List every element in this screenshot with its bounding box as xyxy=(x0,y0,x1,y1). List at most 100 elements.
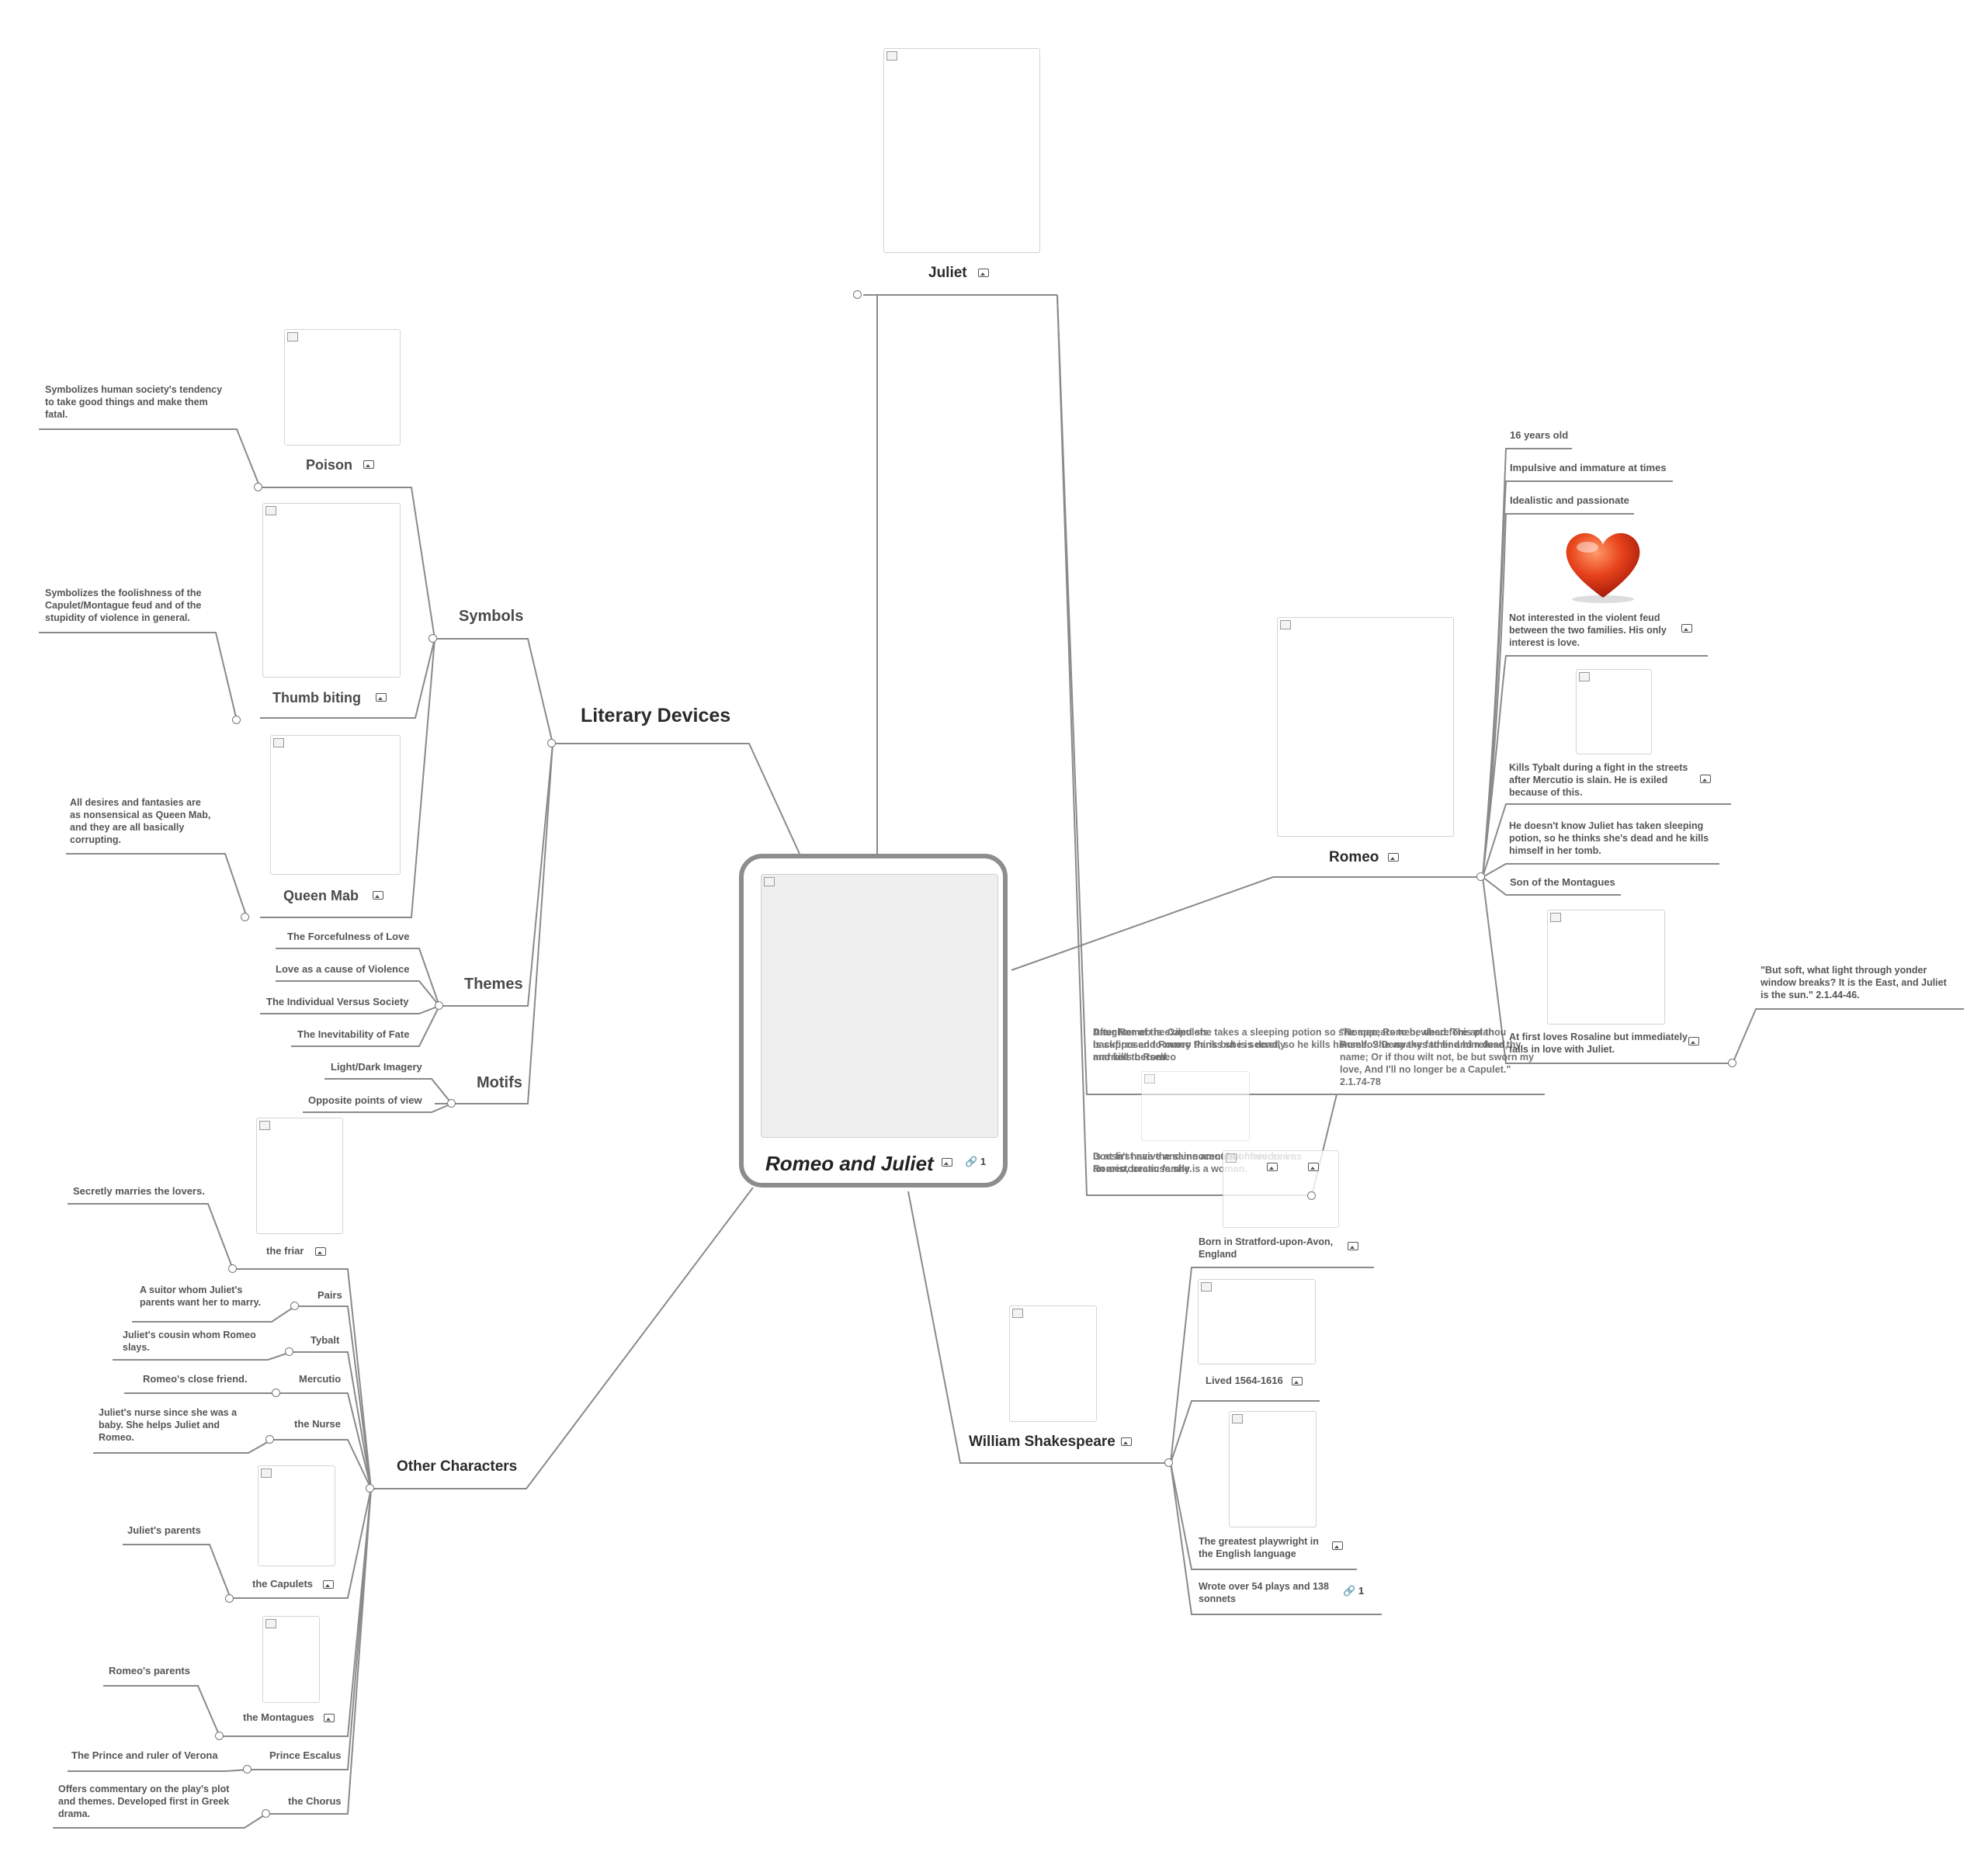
chorus-note[interactable]: Offers commentary on the play's plot and… xyxy=(58,1784,230,1819)
queen-mab-label[interactable]: Queen Mab xyxy=(283,888,359,903)
romeo-quote[interactable]: "But soft, what light through yonder win… xyxy=(1761,965,1947,1000)
image-icon[interactable] xyxy=(978,269,989,277)
image-icon[interactable] xyxy=(373,891,383,900)
image-icon[interactable] xyxy=(363,460,374,469)
link-icon[interactable]: 🔗 1 xyxy=(965,1156,987,1167)
collapse-toggle[interactable] xyxy=(285,1347,293,1356)
montagues-label[interactable]: the Montagues xyxy=(243,1711,314,1723)
prince-label[interactable]: Prince Escalus xyxy=(269,1749,342,1761)
motif-item[interactable]: Opposite points of view xyxy=(308,1094,422,1106)
collapse-toggle[interactable] xyxy=(225,1594,234,1603)
image-icon[interactable] xyxy=(324,1714,335,1722)
collapse-toggle[interactable] xyxy=(428,634,437,643)
shakespeare-wrote[interactable]: Wrote over 54 plays and 138 sonnets xyxy=(1199,1581,1329,1604)
link-icon[interactable]: 🔗 1 xyxy=(1343,1585,1365,1597)
collapse-toggle[interactable] xyxy=(1307,1191,1316,1200)
image-icon[interactable] xyxy=(315,1247,326,1256)
romeo-impulsive[interactable]: Impulsive and immature at times xyxy=(1510,462,1667,473)
collapse-toggle[interactable] xyxy=(1476,872,1485,881)
collapse-toggle[interactable] xyxy=(290,1302,299,1310)
collapse-toggle[interactable] xyxy=(254,483,262,491)
shakespeare-lived[interactable]: Lived 1564-1616 xyxy=(1206,1375,1283,1386)
collapse-toggle[interactable] xyxy=(215,1732,224,1740)
montagues-image xyxy=(262,1616,320,1703)
image-icon[interactable] xyxy=(1308,1163,1319,1171)
thumb-biting-note[interactable]: Symbolizes the foolishness of the Capule… xyxy=(45,588,202,623)
romeo-rosaline[interactable]: At first loves Rosaline but immediately … xyxy=(1509,1032,1688,1055)
nurse-label[interactable]: the Nurse xyxy=(294,1418,341,1430)
tybalt-label[interactable]: Tybalt xyxy=(311,1334,340,1346)
collapse-toggle[interactable] xyxy=(241,913,249,921)
chorus-label[interactable]: the Chorus xyxy=(288,1795,342,1807)
prince-note[interactable]: The Prince and ruler of Verona xyxy=(71,1749,218,1761)
shakespeare-label[interactable]: William Shakespeare xyxy=(969,1434,1115,1450)
image-icon[interactable] xyxy=(1688,1037,1699,1045)
other-characters-label[interactable]: Other Characters xyxy=(397,1458,518,1475)
romeo-feud[interactable]: Not interested in the violent feud betwe… xyxy=(1509,612,1667,648)
image-icon[interactable] xyxy=(1700,775,1711,783)
romeo-label[interactable]: Romeo xyxy=(1329,849,1379,865)
capulets-label[interactable]: the Capulets xyxy=(252,1578,314,1590)
image-icon[interactable] xyxy=(1267,1163,1278,1171)
collapse-toggle[interactable] xyxy=(232,716,241,724)
collapse-toggle[interactable] xyxy=(1728,1059,1736,1067)
tybalt-note[interactable]: Juliet's cousin whom Romeo slays. xyxy=(123,1330,256,1353)
mercutio-note[interactable]: Romeo's close friend. xyxy=(143,1373,248,1385)
romeo-age[interactable]: 16 years old xyxy=(1510,429,1569,441)
romeo-son[interactable]: Son of the Montagues xyxy=(1510,876,1615,888)
mercutio-label[interactable]: Mercutio xyxy=(299,1373,342,1385)
theme-item[interactable]: The Forcefulness of Love xyxy=(287,931,410,942)
romeo-tybalt[interactable]: Kills Tybalt during a fight in the stree… xyxy=(1509,762,1688,798)
shakespeare-greatest[interactable]: The greatest playwright in the English l… xyxy=(1199,1536,1319,1559)
motifs-label[interactable]: Motifs xyxy=(477,1074,522,1091)
collapse-toggle[interactable] xyxy=(243,1765,252,1774)
collapse-toggle[interactable] xyxy=(262,1809,270,1818)
motif-item[interactable]: Light/Dark Imagery xyxy=(331,1061,422,1073)
friar-image xyxy=(256,1118,343,1234)
theme-item[interactable]: Love as a cause of Violence xyxy=(276,963,410,975)
romeo-idealistic[interactable]: Idealistic and passionate xyxy=(1510,494,1629,506)
literary-devices-label[interactable]: Literary Devices xyxy=(581,705,731,726)
themes-label[interactable]: Themes xyxy=(464,976,523,993)
theme-item[interactable]: The Individual Versus Society xyxy=(266,996,409,1007)
image-icon[interactable] xyxy=(323,1580,334,1589)
pairs-label[interactable]: Pairs xyxy=(317,1289,342,1301)
symbols-label[interactable]: Symbols xyxy=(459,608,524,625)
collapse-toggle[interactable] xyxy=(447,1099,456,1108)
collapse-toggle[interactable] xyxy=(435,1001,443,1010)
shakespeare-image-placeholder xyxy=(1009,1305,1097,1422)
collapse-toggle[interactable] xyxy=(366,1484,374,1493)
image-icon[interactable] xyxy=(376,693,387,702)
image-icon[interactable] xyxy=(1348,1242,1358,1250)
collapse-toggle[interactable] xyxy=(853,290,862,299)
image-icon[interactable] xyxy=(942,1158,952,1167)
pairs-note[interactable]: A suitor whom Juliet's parents want her … xyxy=(140,1285,262,1308)
nurse-note[interactable]: Juliet's nurse since she was a baby. She… xyxy=(99,1407,238,1443)
poison-note[interactable]: Symbolizes human society's tendency to t… xyxy=(45,384,223,420)
collapse-toggle[interactable] xyxy=(1164,1458,1173,1467)
image-icon[interactable] xyxy=(1292,1377,1303,1385)
friar-label[interactable]: the friar xyxy=(266,1245,304,1257)
collapse-toggle[interactable] xyxy=(265,1435,274,1444)
queen-mab-note[interactable]: All desires and fantasies are as nonsens… xyxy=(70,797,211,845)
juliet-image-placeholder xyxy=(883,48,1040,253)
image-icon[interactable] xyxy=(1681,624,1692,633)
heart-image xyxy=(1566,532,1640,603)
romeo-potion[interactable]: He doesn't know Juliet has taken sleepin… xyxy=(1509,820,1709,856)
collapse-toggle[interactable] xyxy=(272,1389,280,1397)
root-topic[interactable]: Romeo and Juliet 🔗 1 xyxy=(739,854,1008,1188)
image-icon[interactable] xyxy=(1332,1541,1343,1550)
image-icon[interactable] xyxy=(1388,853,1399,862)
poison-label[interactable]: Poison xyxy=(306,457,353,473)
juliet-label[interactable]: Juliet xyxy=(928,265,967,281)
image-icon[interactable] xyxy=(1121,1437,1132,1446)
thumb-biting-label[interactable]: Thumb biting xyxy=(272,690,361,706)
collapse-toggle[interactable] xyxy=(228,1264,237,1273)
collapse-toggle[interactable] xyxy=(547,739,556,747)
friar-note[interactable]: Secretly marries the lovers. xyxy=(73,1185,205,1197)
capulets-note[interactable]: Juliet's parents xyxy=(127,1524,201,1536)
shakespeare-born[interactable]: Born in Stratford-upon-Avon, England xyxy=(1199,1236,1334,1260)
montagues-note[interactable]: Romeo's parents xyxy=(109,1665,190,1676)
theme-item[interactable]: The Inevitability of Fate xyxy=(297,1028,410,1040)
